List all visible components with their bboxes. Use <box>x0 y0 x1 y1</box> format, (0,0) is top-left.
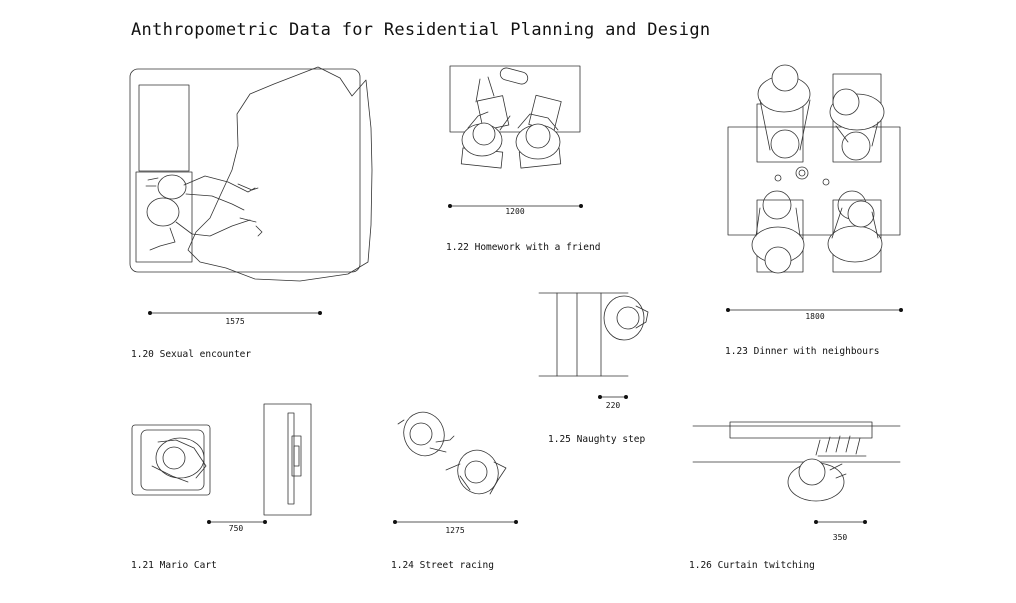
tv-console-illustration <box>263 403 312 516</box>
window-sill-illustration <box>692 421 901 463</box>
dimension-label-1200: 1200 <box>505 207 525 216</box>
caption-street-racing: 1.24 Street racing <box>391 560 494 571</box>
dimension-line-350 <box>814 520 867 524</box>
caption-naughty-step: 1.25 Naughty step <box>548 434 646 445</box>
child-figure <box>603 295 649 341</box>
dimension-line-1575 <box>148 311 322 315</box>
dimension-line-750 <box>207 520 267 524</box>
dimension-label-1275: 1275 <box>445 526 465 535</box>
stairs-illustration <box>538 292 629 377</box>
armchair-illustration <box>131 424 211 496</box>
bed-illustration <box>129 66 373 282</box>
caption-sexual-encounter: 1.20 Sexual encounter <box>131 349 252 360</box>
dimension-label-350: 350 <box>832 533 848 542</box>
dimension-line-1800 <box>726 308 903 312</box>
caption-dinner-with-neighbours: 1.23 Dinner with neighbours <box>725 346 880 357</box>
caption-curtain-twitching: 1.26 Curtain twitching <box>689 560 815 571</box>
dimension-line-1200 <box>448 204 583 208</box>
caption-homework-with-a-friend: 1.22 Homework with a friend <box>446 242 601 253</box>
couple-figures <box>145 174 256 251</box>
dimension-line-1275 <box>393 520 518 524</box>
dimension-label-1575: 1575 <box>225 317 245 326</box>
desk-illustration <box>449 65 581 169</box>
racers-illustration <box>397 411 507 495</box>
dimension-line-220 <box>598 395 628 399</box>
dimension-label-220: 220 <box>605 401 621 410</box>
dimension-label-750: 750 <box>228 524 244 533</box>
watcher-figure <box>787 458 847 502</box>
page-title: Anthropometric Data for Residential Plan… <box>131 20 711 40</box>
caption-mario-cart: 1.21 Mario Cart <box>131 560 217 571</box>
students-figures <box>461 111 561 160</box>
diners-figures <box>751 64 885 274</box>
dimension-label-1800: 1800 <box>805 312 825 321</box>
